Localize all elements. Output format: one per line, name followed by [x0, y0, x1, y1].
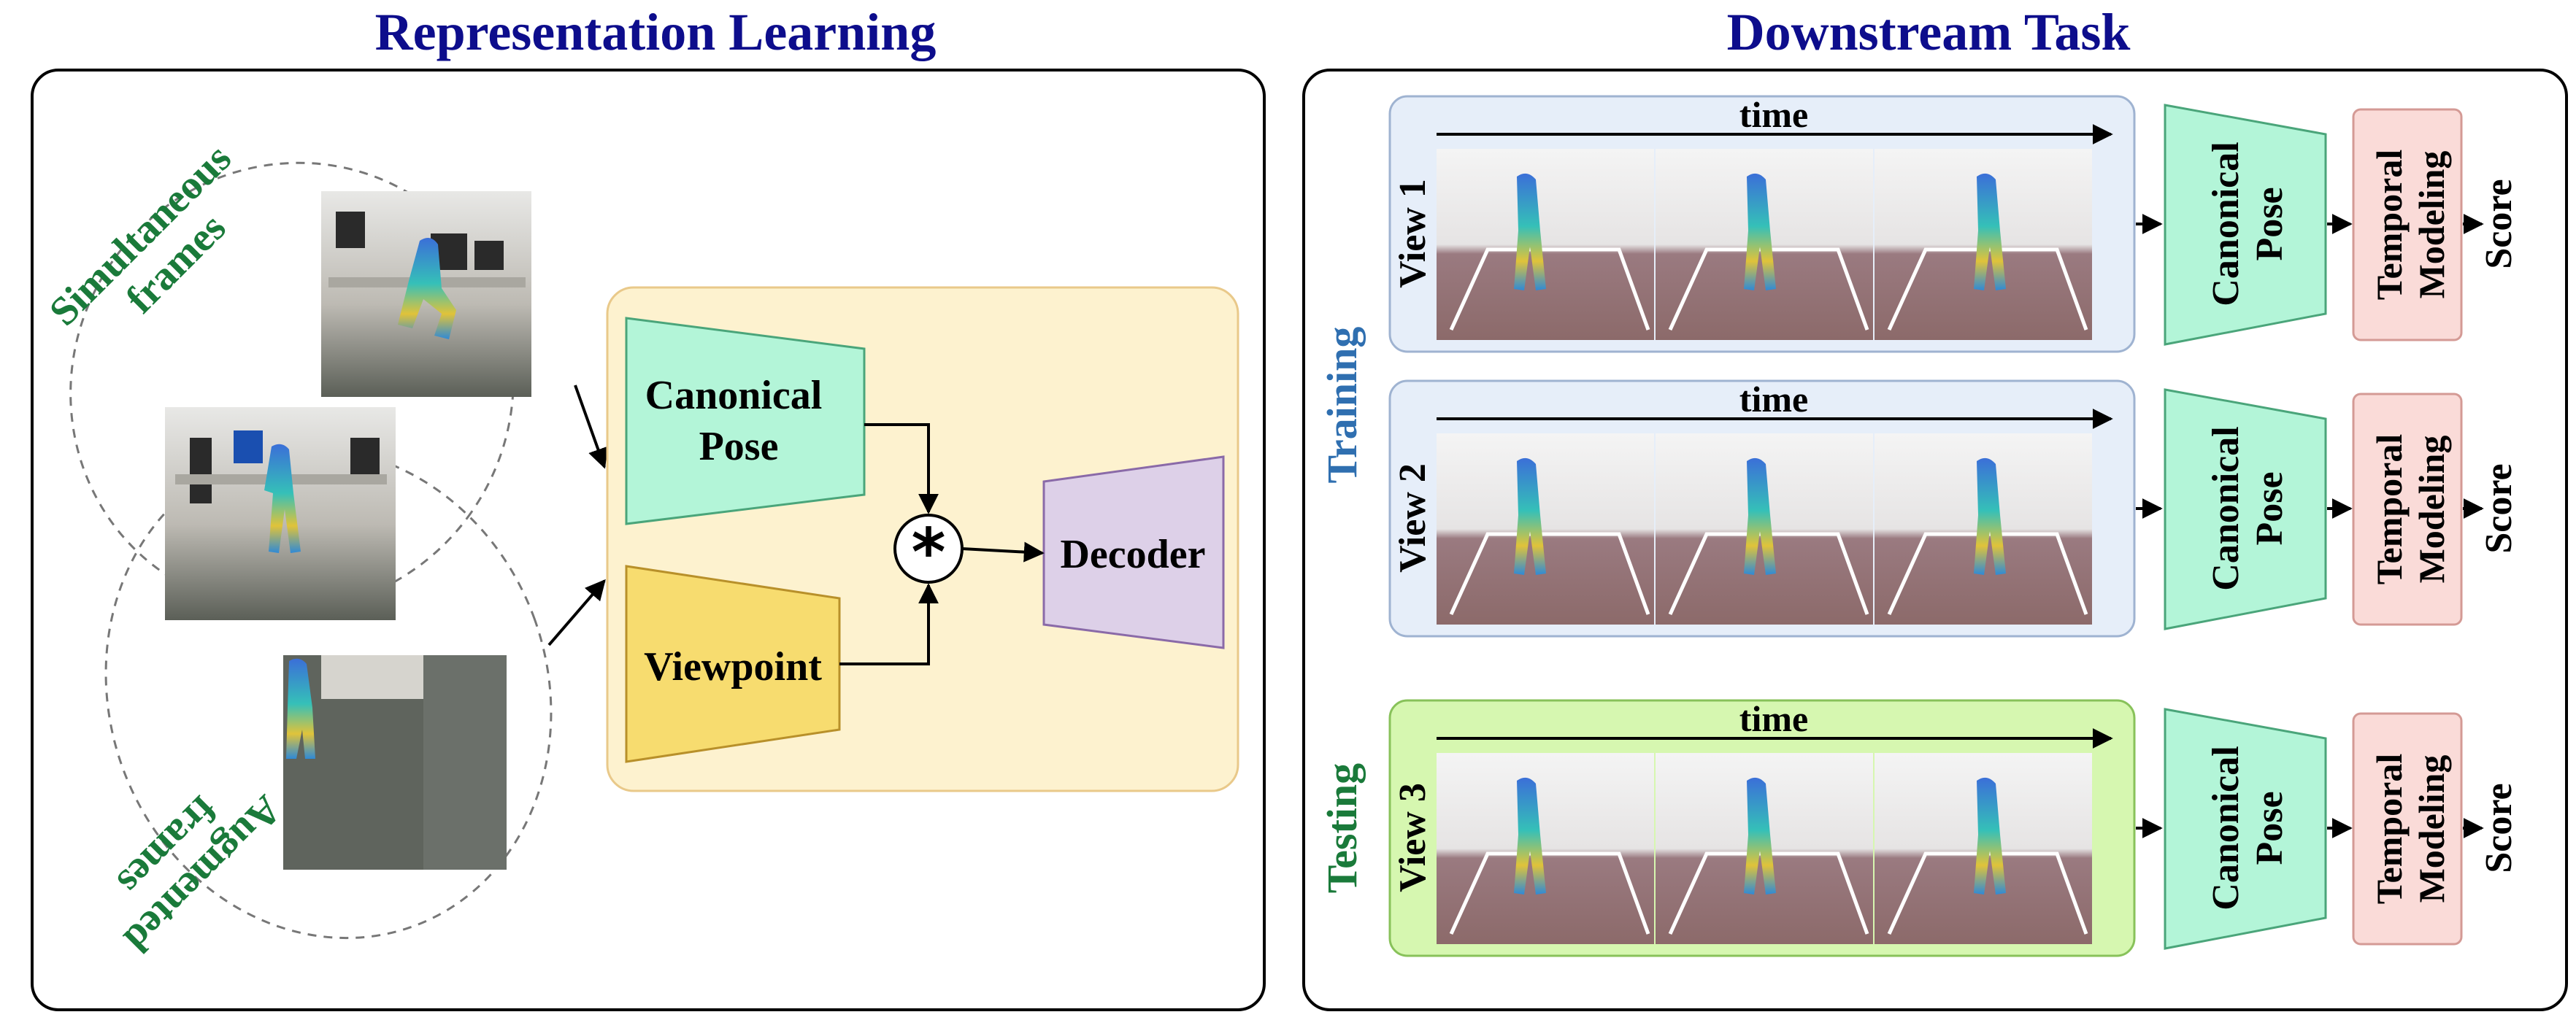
simultaneous-frame-image-2: [165, 407, 396, 620]
downstream-task-panel: Downstream Task Training Testing timeVie…: [1302, 3, 2568, 1011]
temporal-label-line1: Temporal: [2369, 434, 2410, 585]
decoder-label: Decoder: [1060, 532, 1205, 577]
video-frame: [1875, 149, 2092, 340]
video-frame: [1875, 753, 2092, 944]
left-panel-frame: [31, 69, 1266, 1011]
score-label: Score: [2478, 463, 2520, 553]
representation-learning-panel: Representation Learning Simultaneous fra…: [31, 3, 1266, 1011]
canonical-label-line1: Canonical: [2205, 142, 2247, 306]
video-frame: [1437, 433, 1654, 625]
right-panel-title: Downstream Task: [1727, 3, 2131, 61]
augmented-to-model-arrow: [547, 579, 606, 646]
video-frame: [1656, 149, 1873, 340]
score-label: Score: [2478, 179, 2520, 268]
video-frame: [1656, 433, 1873, 625]
viewpoint-encoder: Viewpoint: [625, 565, 841, 763]
simultaneous-frame-image-1: [321, 191, 531, 397]
augmented-frames-ellipse: [104, 447, 553, 940]
canonical-pose-encoder: CanonicalPose: [2164, 388, 2327, 630]
svg-text:CanonicalPose: CanonicalPose: [2205, 142, 2291, 306]
canonical-pose-label-line2: Pose: [699, 424, 779, 469]
temporal-modeling-block: TemporalModeling: [2352, 712, 2463, 946]
augmented-frame-image: [283, 655, 507, 870]
simultaneous-to-model-arrow: [574, 385, 608, 469]
time-label: time: [1739, 379, 1808, 420]
canonical-pose-encoder: CanonicalPose: [2164, 104, 2327, 346]
canonical-to-combine-arrow: [864, 423, 939, 514]
decoder: Decoder: [1042, 455, 1225, 649]
time-label: time: [1739, 94, 1808, 135]
temporal-label-line2: Modeling: [2411, 755, 2452, 903]
canonical-pose-encoder: Canonical Pose: [625, 317, 866, 525]
svg-text:TemporalModeling: TemporalModeling: [2369, 434, 2452, 585]
augmented-frames-label: Augmented frames: [76, 754, 290, 968]
temporal-label-line2: Modeling: [2411, 436, 2452, 584]
video-frame: [1656, 753, 1873, 944]
svg-text:TemporalModeling: TemporalModeling: [2369, 150, 2452, 301]
left-panel-title: Representation Learning: [375, 3, 937, 61]
time-label: time: [1739, 698, 1808, 739]
viewpoint-label: Viewpoint: [644, 644, 822, 689]
canonical-pose-encoder: CanonicalPose: [2164, 708, 2327, 950]
temporal-modeling-block: TemporalModeling: [2352, 393, 2463, 626]
svg-text:Canonical Pose: Canonical Pose: [645, 373, 833, 469]
right-panel-frame: [1302, 69, 2568, 1011]
viewpoint-to-combine-arrow: [839, 583, 939, 665]
combine-symbol: *: [911, 514, 945, 591]
temporal-modeling-block: TemporalModeling: [2352, 108, 2463, 341]
temporal-label-line1: Temporal: [2369, 150, 2410, 301]
simultaneous-frames-label: Simultaneous frames: [41, 128, 279, 366]
svg-text:CanonicalPose: CanonicalPose: [2205, 426, 2291, 590]
video-frame: [1875, 433, 2092, 625]
temporal-label-line1: Temporal: [2369, 754, 2410, 905]
training-label: Training: [1318, 327, 1366, 484]
video-frame: [1437, 149, 1654, 340]
canonical-label-line2: Pose: [2249, 187, 2291, 260]
score-label: Score: [2478, 783, 2520, 873]
canonical-label-line2: Pose: [2249, 471, 2291, 545]
view-label: View 3: [1392, 783, 1434, 892]
canonical-pose-label-line1: Canonical: [645, 373, 823, 418]
canonical-label-line1: Canonical: [2205, 746, 2247, 910]
svg-text:CanonicalPose: CanonicalPose: [2205, 746, 2291, 910]
view-label: View 2: [1392, 463, 1434, 573]
svg-text:TemporalModeling: TemporalModeling: [2369, 754, 2452, 905]
canonical-label-line2: Pose: [2249, 791, 2291, 865]
view-label: View 1: [1392, 179, 1434, 288]
video-frame: [1437, 753, 1654, 944]
temporal-label-line2: Modeling: [2411, 151, 2452, 299]
testing-label: Testing: [1318, 763, 1366, 893]
combine-to-decoder-arrow: [961, 541, 1045, 563]
canonical-label-line1: Canonical: [2205, 426, 2247, 590]
